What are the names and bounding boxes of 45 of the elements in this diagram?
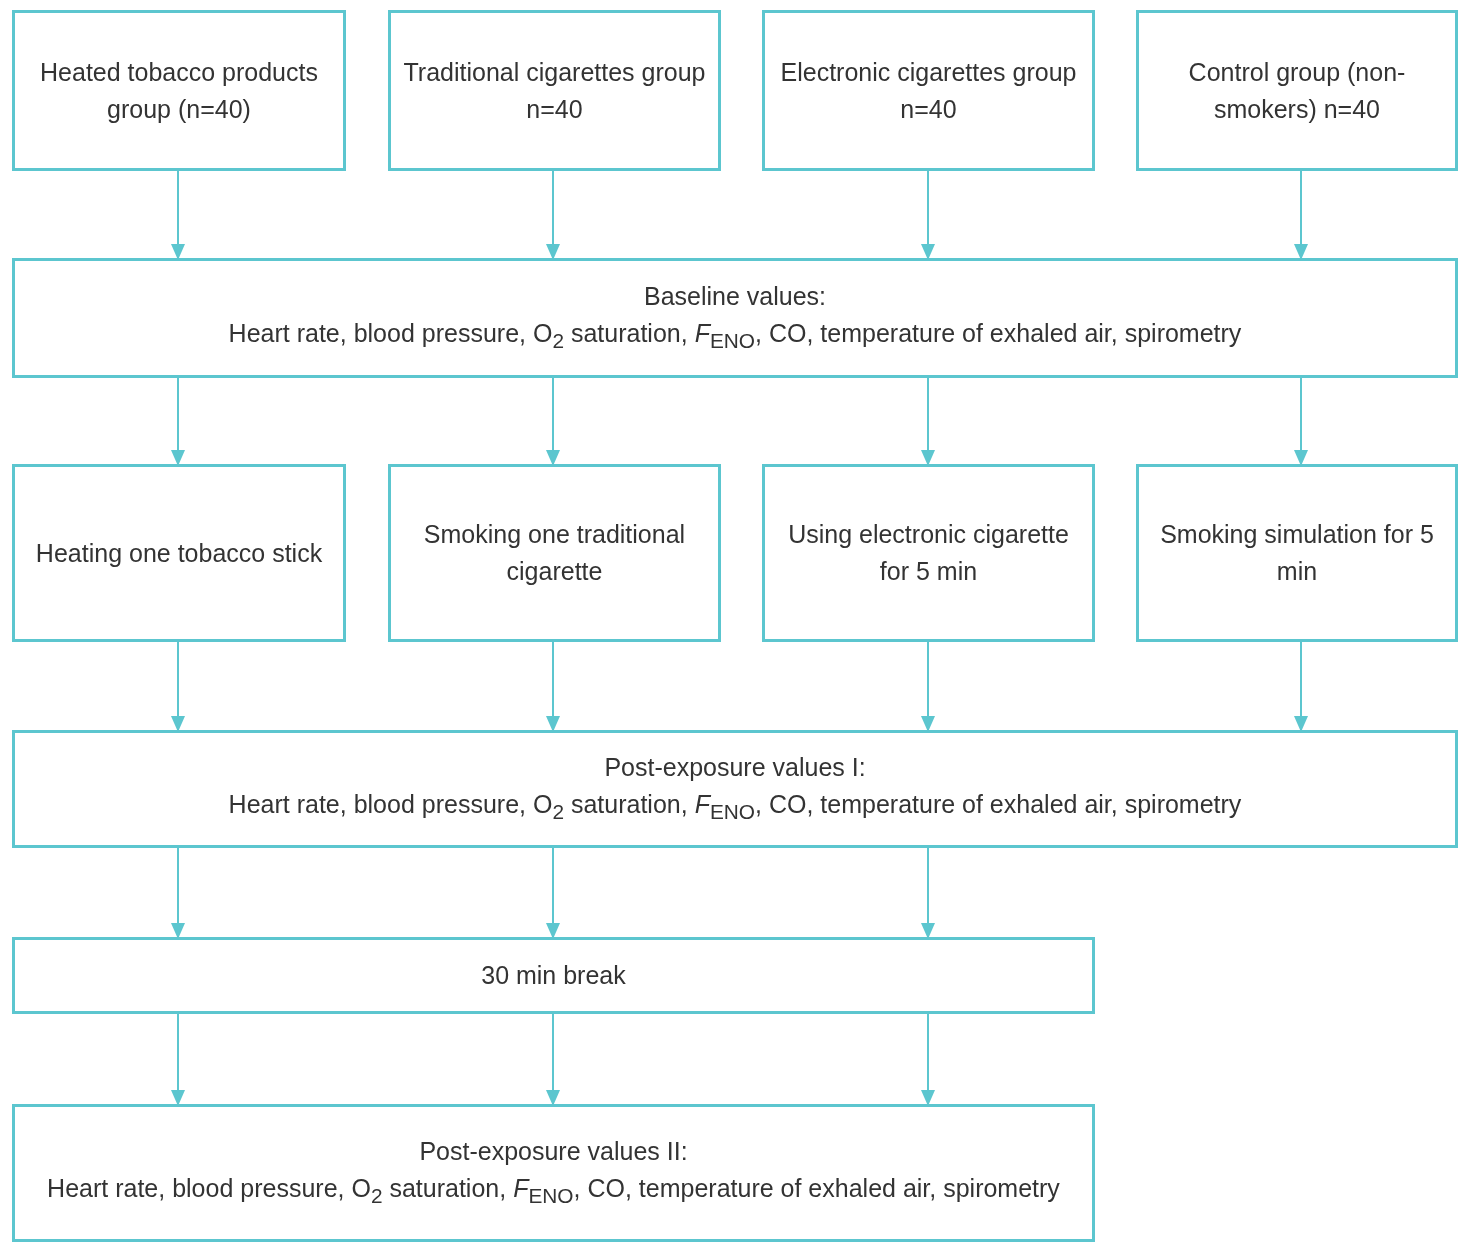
group-box (12, 10, 346, 171)
box-text: Heating one tobacco stick (35, 537, 323, 569)
arrow (171, 377, 185, 466)
arrow (171, 847, 185, 939)
arrow (171, 641, 185, 732)
exposure-box (12, 464, 346, 642)
box-heading: Baseline values: (643, 280, 827, 312)
box-heading: Post-exposure values II: (419, 1135, 688, 1167)
arrow (546, 170, 560, 260)
box-text: Control group (non-smokers) n=40 (1187, 56, 1407, 125)
arrow (546, 641, 560, 732)
arrow (1294, 641, 1308, 732)
exposure-box (388, 464, 721, 642)
measurement-box (12, 258, 1458, 378)
arrow (171, 170, 185, 260)
arrow (1294, 377, 1308, 466)
box-text: 30 min break (481, 960, 626, 991)
group-box (762, 10, 1095, 171)
arrow (1294, 170, 1308, 260)
arrow (171, 1013, 185, 1106)
measurement-box (12, 1104, 1095, 1242)
arrow (921, 641, 935, 732)
box-text: Heart rate, blood pressure, O$_{2}$ saturation, F$_{ENO}$, CO, temperature of exhaled air, spirometry (47, 1172, 1060, 1209)
box-heading: Post-exposure values I: (604, 751, 866, 783)
exposure-box (762, 464, 1095, 642)
box-text: Smoking simulation for 5 min (1159, 519, 1435, 587)
box-text: Heart rate, blood pressure, O$_{2}$ saturation, F$_{ENO}$, CO, temperature of exhaled air, spirometry (228, 317, 1242, 354)
box-text: Smoking one traditional cigarette (422, 519, 687, 587)
arrow (921, 170, 935, 260)
exposure-box (1136, 464, 1458, 642)
measurement-box (12, 730, 1458, 848)
box-text: Electronic cigarettes group n=40 (779, 56, 1078, 125)
arrow (921, 377, 935, 466)
break-box (12, 937, 1095, 1014)
box-text: Using electronic cigarette for 5 min (787, 519, 1070, 587)
box-text: Heart rate, blood pressure, O$_{2}$ saturation, F$_{ENO}$, CO, temperature of exhaled air, spirometry (228, 788, 1242, 825)
group-box (388, 10, 721, 171)
box-text: Traditional cigarettes group n=40 (402, 56, 707, 125)
box-text: Heated tobacco products group (n=40) (39, 56, 319, 125)
group-box (1136, 10, 1458, 171)
arrow (546, 847, 560, 939)
arrow (921, 1013, 935, 1106)
arrow (546, 377, 560, 466)
arrow (921, 847, 935, 939)
arrow (546, 1013, 560, 1106)
